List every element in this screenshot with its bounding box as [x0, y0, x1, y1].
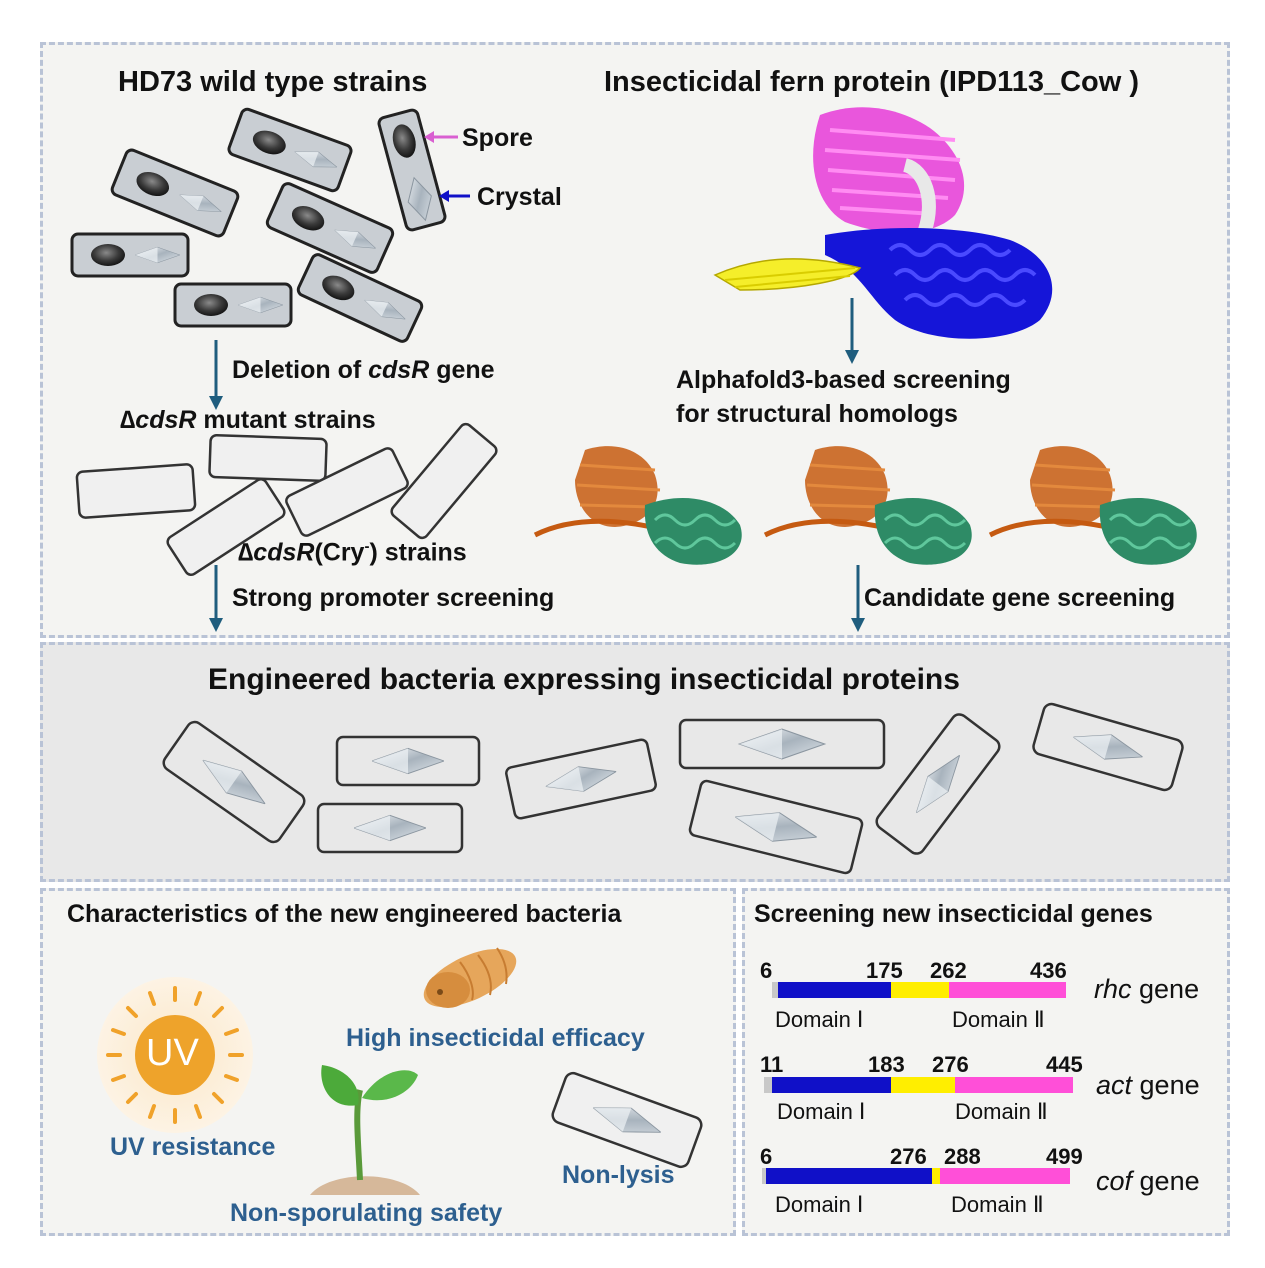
gene-name: rhc gene	[1094, 974, 1199, 1005]
position-domain2-start: 288	[944, 1144, 981, 1169]
spore-label: Spore	[462, 124, 533, 152]
engineered-cell	[335, 735, 481, 787]
uv-resistance-label: UV resistance	[110, 1133, 276, 1161]
fern-protein-title: Insecticidal fern protein (IPD113_Cow )	[604, 66, 1140, 98]
position-start: 11	[760, 1052, 784, 1077]
wildtype-title: HD73 wild type strains	[118, 66, 428, 98]
engineered-cell	[162, 720, 306, 844]
domain2-segment	[955, 1077, 1073, 1093]
characteristics-title: Characteristics of the new engineered ba…	[67, 900, 622, 928]
cry-close: ) strains	[369, 538, 467, 567]
position-end: 436	[1030, 958, 1067, 983]
screening-genes-title: Screening new insecticidal genes	[754, 900, 1153, 928]
domain2-label: Domain Ⅱ	[952, 1007, 1045, 1032]
insecticidal-efficacy-label: High insecticidal efficacy	[346, 1024, 645, 1052]
engineered-cell	[505, 738, 657, 820]
ipd113-protein-structure	[713, 107, 1053, 339]
delta-symbol: ∆	[120, 406, 136, 434]
uv-sun-icon	[97, 977, 253, 1133]
leader-segment	[772, 982, 778, 998]
wildtype-cell	[173, 282, 293, 328]
deletion-prefix: Deletion of	[232, 356, 369, 384]
mutant-cell	[75, 422, 498, 576]
gene-suffix: gene	[1132, 1070, 1200, 1100]
domain1-segment	[772, 1077, 891, 1093]
domain1-label: Domain Ⅰ	[775, 1192, 864, 1217]
mutant-suffix: mutant strains	[196, 406, 376, 434]
gene-suffix: gene	[1131, 974, 1200, 1004]
homolog-structure-3	[988, 446, 1197, 565]
deletion-gene: cdsR	[368, 356, 430, 384]
position-domain2-start: 262	[930, 958, 967, 983]
position-domain1-end: 276	[890, 1144, 927, 1169]
position-start: 6	[760, 1144, 773, 1169]
larva-icon	[423, 947, 517, 1008]
gene-italic: cof	[1096, 1166, 1133, 1196]
homolog-structure-1	[533, 446, 742, 565]
position-domain1-end: 183	[868, 1052, 905, 1077]
wildtype-cell	[296, 253, 424, 343]
cry-minus-label: ∆cdsR(Cry-) strains	[238, 538, 467, 567]
crystal-label: Crystal	[477, 183, 562, 211]
wildtype-cell	[70, 232, 190, 278]
deletion-suffix: gene	[429, 356, 495, 384]
wildtype-cell-vertical	[377, 108, 447, 232]
engineered-cell	[678, 718, 886, 770]
uv-icon-text: UV	[146, 1032, 199, 1074]
cry-gene: cdsR	[253, 538, 315, 567]
delta-symbol: ∆	[238, 538, 254, 567]
seedling-icon	[310, 1065, 420, 1195]
engineered-cell	[688, 779, 864, 875]
position-domain1-end: 175	[866, 958, 903, 983]
promoter-screening-label: Strong promoter screening	[232, 584, 555, 612]
gene-italic: rhc	[1094, 974, 1132, 1004]
gene-name: act gene	[1096, 1070, 1200, 1101]
domain1-label: Domain Ⅰ	[775, 1007, 864, 1032]
engineered-cell	[875, 713, 1001, 855]
gene-suffix: gene	[1132, 1166, 1200, 1196]
wildtype-cell	[110, 148, 240, 238]
alphafold-label-line2: for structural homologs	[676, 400, 958, 428]
domain2-label: Domain Ⅱ	[951, 1192, 1044, 1217]
leader-segment	[764, 1077, 772, 1093]
engineered-bacteria-title: Engineered bacteria expressing insectici…	[208, 663, 960, 696]
homolog-structure-2	[763, 446, 972, 565]
engineered-cell	[1032, 702, 1184, 792]
wildtype-cell	[265, 182, 395, 274]
position-domain2-start: 276	[932, 1052, 969, 1077]
gene-italic: act	[1096, 1070, 1133, 1100]
gene-name: cof gene	[1096, 1166, 1200, 1197]
position-end: 499	[1046, 1144, 1083, 1169]
leader-segment	[762, 1168, 766, 1184]
non-lysis-label: Non-lysis	[562, 1161, 675, 1189]
wildtype-cell	[227, 107, 353, 193]
domain2-segment	[949, 982, 1066, 998]
domain2-label: Domain Ⅱ	[955, 1099, 1048, 1124]
non-lysis-cell	[551, 1071, 703, 1169]
domain1-segment	[778, 982, 891, 998]
linker-segment	[891, 982, 949, 998]
alphafold-label-line1: Alphafold3-based screening	[676, 366, 1011, 394]
domain1-segment	[766, 1168, 932, 1184]
domain2-segment	[940, 1168, 1070, 1184]
cry-open: (Cry	[314, 538, 365, 567]
candidate-screening-label: Candidate gene screening	[864, 584, 1176, 612]
deletion-label: Deletion of cdsR gene	[232, 356, 495, 385]
linker-segment	[932, 1168, 940, 1184]
cry-superscript: -	[364, 538, 370, 555]
mutant-gene: cdsR	[135, 406, 197, 434]
non-sporulating-label: Non-sporulating safety	[230, 1199, 503, 1227]
engineered-cell	[316, 802, 464, 854]
domain1-label: Domain Ⅰ	[777, 1099, 866, 1124]
linker-segment	[891, 1077, 955, 1093]
mutant-label: ∆cdsR mutant strains	[120, 406, 376, 435]
position-end: 445	[1046, 1052, 1083, 1077]
position-start: 6	[760, 958, 773, 983]
